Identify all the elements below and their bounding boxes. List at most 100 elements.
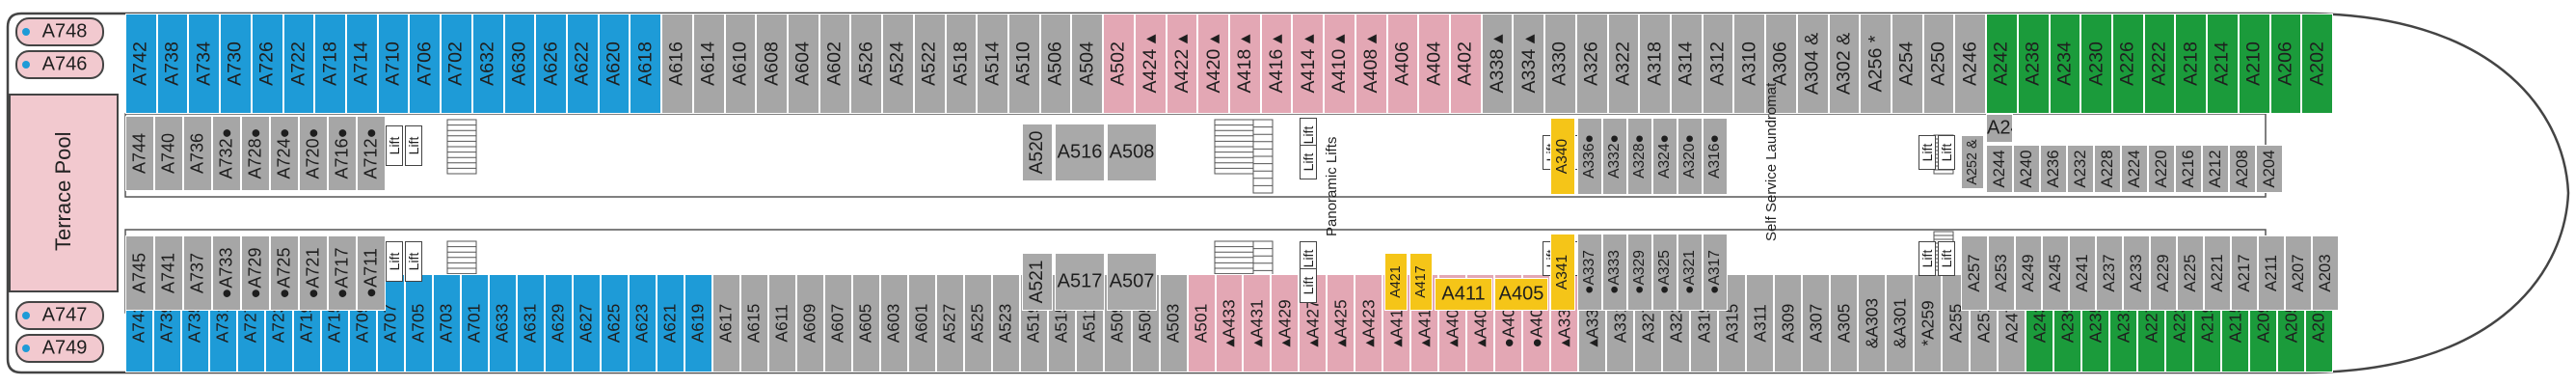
cabin-inner-bow-top[interactable]: A204: [2256, 145, 2283, 193]
cabin-top-row[interactable]: A602: [818, 14, 851, 114]
cabin-bottom-row[interactable]: A705: [404, 274, 433, 372]
cabin-top-row[interactable]: A250: [1922, 14, 1955, 114]
cabin-bottom-row[interactable]: A607: [823, 274, 852, 372]
cabin-inner-aft-top[interactable]: A736: [183, 116, 212, 191]
cabin-bottom-row[interactable]: *A259: [1914, 274, 1943, 372]
cabin-top-row[interactable]: A322: [1607, 14, 1640, 114]
cabin-top-row[interactable]: A238: [2017, 14, 2050, 114]
cabin-inner-bow-top[interactable]: A248 &: [1986, 114, 2013, 143]
cabin-top-row[interactable]: A410 ▴: [1324, 14, 1355, 114]
cabin-bottom-row[interactable]: A525: [963, 274, 992, 372]
cabin-top-row[interactable]: A722: [282, 14, 315, 114]
cabin-top-row[interactable]: A522: [913, 14, 946, 114]
cabin-top-row[interactable]: A222: [2143, 14, 2176, 114]
cabin-inner-fwd-top[interactable]: A320●: [1677, 118, 1703, 195]
cabin-top-row[interactable]: A306: [1765, 14, 1797, 114]
cabin-inner-fwd-bottom[interactable]: ●A329: [1627, 234, 1652, 311]
cabin-top-row[interactable]: A420 ▴: [1197, 14, 1229, 114]
cabin-top-row[interactable]: A518: [945, 14, 978, 114]
cabin-inner-bow-top[interactable]: A220: [2148, 145, 2175, 193]
cabin-top-row[interactable]: A710: [377, 14, 410, 114]
cabin-inner-bow-top[interactable]: A212: [2202, 145, 2229, 193]
cabin-bottom-row[interactable]: A621: [656, 274, 684, 372]
cabin-bottom-row[interactable]: A501: [1187, 274, 1216, 372]
cabin-top-row[interactable]: A502: [1103, 14, 1135, 114]
cabin-top-row[interactable]: A334 ▴: [1513, 14, 1545, 114]
cabin-top-row[interactable]: A302 &: [1828, 14, 1861, 114]
cabin-top-row[interactable]: A718: [314, 14, 346, 114]
cabin-top-row[interactable]: A408 ▴: [1355, 14, 1387, 114]
cabin-inner-aft-top[interactable]: A724●: [270, 116, 299, 191]
cabin-inner-bow-top[interactable]: A236: [2040, 145, 2067, 193]
cabin-inner-fwd-bottom[interactable]: ●A337: [1577, 234, 1602, 311]
cabin-top-row[interactable]: A202: [2301, 14, 2333, 114]
cabin-inner-bow-bottom[interactable]: A241: [2069, 235, 2096, 311]
cabin-inner-aft-top[interactable]: A728●: [241, 116, 270, 191]
cabin-bottom-row[interactable]: ▴A431: [1243, 274, 1272, 372]
cabin-inner-bow-bottom[interactable]: A225: [2177, 235, 2204, 311]
cabin-inner-fwd-top[interactable]: A336●: [1577, 118, 1602, 195]
cabin-top-row[interactable]: A226: [2112, 14, 2144, 114]
cabin-bottom-row[interactable]: A631: [516, 274, 545, 372]
cabin-top-row[interactable]: A338 ▴: [1481, 14, 1514, 114]
cabin-top-row[interactable]: A604: [788, 14, 819, 114]
cabin-inner-bow-top[interactable]: A208: [2229, 145, 2256, 193]
cabin-top-row[interactable]: A524: [882, 14, 914, 114]
cabin-inner-bow-bottom[interactable]: A217: [2231, 235, 2258, 311]
cabin-inner-aft-top[interactable]: A740: [154, 116, 183, 191]
cabin-inner-fwd-top[interactable]: A340: [1550, 118, 1575, 195]
cabin-top-row[interactable]: A234: [2049, 14, 2081, 114]
cabin-top-row[interactable]: A418 ▴: [1229, 14, 1261, 114]
cabin-top-row[interactable]: A214: [2207, 14, 2239, 114]
cabin-inner-center[interactable]: A411: [1435, 278, 1492, 311]
aft-suite[interactable]: A749: [15, 334, 104, 363]
cabin-inner-aft-bottom[interactable]: A745: [125, 235, 154, 311]
cabin-bottom-row[interactable]: A503: [1159, 274, 1188, 372]
cabin-inner-mid[interactable]: A520: [1022, 124, 1053, 181]
cabin-inner-fwd-bottom[interactable]: ●A333: [1602, 234, 1627, 311]
cabin-bottom-row[interactable]: &A301: [1886, 274, 1915, 372]
cabin-top-row[interactable]: A406: [1386, 14, 1419, 114]
cabin-inner-bow-bottom[interactable]: A253: [1988, 235, 2015, 311]
cabin-top-row[interactable]: A414 ▴: [1292, 14, 1325, 114]
cabin-top-row[interactable]: A404: [1418, 14, 1450, 114]
cabin-top-row[interactable]: A608: [756, 14, 788, 114]
cabin-top-row[interactable]: A620: [598, 14, 631, 114]
cabin-top-row[interactable]: A702: [441, 14, 472, 114]
cabin-inner-fwd-bottom[interactable]: A341: [1550, 234, 1575, 311]
cabin-inner-bow-bottom[interactable]: A229: [2150, 235, 2177, 311]
cabin-top-row[interactable]: A424 ▴: [1134, 14, 1167, 114]
cabin-inner-aft-top[interactable]: A720●: [299, 116, 328, 191]
cabin-top-row[interactable]: A616: [661, 14, 693, 114]
cabin-bottom-row[interactable]: A625: [600, 274, 629, 372]
cabin-inner-aft-bottom[interactable]: ●A721: [299, 235, 328, 311]
cabin-top-row[interactable]: A504: [1071, 14, 1104, 114]
cabin-bottom-row[interactable]: A609: [795, 274, 824, 372]
cabin-inner-aft-bottom[interactable]: ●A733: [212, 235, 241, 311]
cabin-top-row[interactable]: A416 ▴: [1260, 14, 1293, 114]
aft-suite[interactable]: A746: [15, 50, 104, 79]
cabin-inner-aft-bottom[interactable]: A737: [183, 235, 212, 311]
cabin-top-row[interactable]: A738: [156, 14, 189, 114]
cabin-top-row[interactable]: A706: [409, 14, 442, 114]
cabin-top-row[interactable]: A614: [692, 14, 725, 114]
cabin-inner-aft-top[interactable]: A712●: [357, 116, 386, 191]
aft-suite[interactable]: A747: [15, 301, 104, 330]
cabin-top-row[interactable]: A242: [1986, 14, 2018, 114]
cabin-inner-bow-bottom[interactable]: A249: [2015, 235, 2042, 311]
cabin-inner-aft-top[interactable]: A732●: [212, 116, 241, 191]
cabin-bottom-row[interactable]: ▴A433: [1215, 274, 1244, 372]
cabin-inner-bow-top[interactable]: A244: [1986, 145, 2013, 193]
cabin-inner-bow-top[interactable]: A228: [2094, 145, 2121, 193]
cabin-bottom-row[interactable]: A307: [1802, 274, 1831, 372]
cabin-inner-aft-bottom[interactable]: A741: [154, 235, 183, 311]
cabin-top-row[interactable]: A734: [188, 14, 221, 114]
cabin-inner-mid[interactable]: A517: [1055, 253, 1105, 311]
cabin-top-row[interactable]: A314: [1671, 14, 1703, 114]
cabin-top-row[interactable]: A246: [1954, 14, 1987, 114]
cabin-inner-aft-bottom[interactable]: ●A725: [270, 235, 299, 311]
cabin-bottom-row[interactable]: ▴A425: [1327, 274, 1355, 372]
cabin-bottom-row[interactable]: A603: [879, 274, 908, 372]
cabin-inner-fwd-top[interactable]: A316●: [1703, 118, 1728, 195]
cabin-top-row[interactable]: A626: [535, 14, 567, 114]
